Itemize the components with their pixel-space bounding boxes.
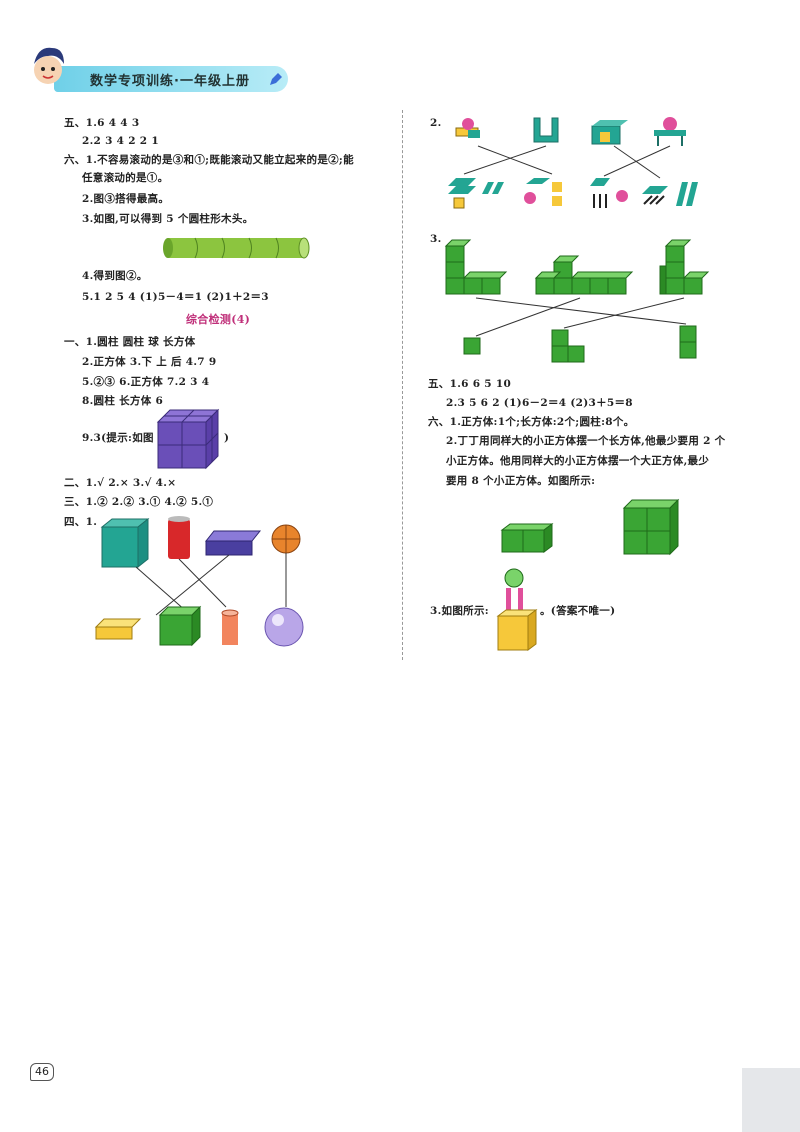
purple-cube-figure bbox=[156, 408, 220, 470]
pencil-icon bbox=[270, 73, 282, 85]
answer-line: 3.如图所示: bbox=[430, 605, 489, 617]
page-number: 46 bbox=[30, 1063, 54, 1081]
stacked-shapes-figure bbox=[496, 568, 538, 651]
header-banner bbox=[54, 66, 288, 92]
answer-line: ) bbox=[224, 432, 230, 444]
answer-line: 。(答案不唯一) bbox=[540, 605, 616, 617]
answer-line: 任意滚动的是①。 bbox=[82, 172, 169, 184]
object-shape-matching-figure bbox=[94, 516, 304, 647]
answer-line: 8.圆柱 长方体 6 bbox=[82, 395, 164, 407]
answer-line: 2.2 3 4 2 2 1 bbox=[82, 135, 159, 147]
answer-line: 五、1.6 6 5 10 bbox=[428, 378, 512, 390]
answer-line: 9.3(提示:如图 bbox=[82, 432, 154, 444]
answer-line: 5.1 2 5 4 (1)5－4＝1 (2)1＋2＝3 bbox=[82, 291, 269, 303]
answer-line: 2.正方体 3.下 上 后 4.7 9 bbox=[82, 356, 217, 368]
answer-line: 要用 8 个小正方体。如图所示: bbox=[446, 475, 596, 487]
answer-line: 2.图③搭得最高。 bbox=[82, 193, 170, 205]
section-title: 综合检测(4) bbox=[186, 313, 251, 326]
answer-line: 3.如图,可以得到 5 个圆柱形木头。 bbox=[82, 213, 254, 225]
cuboid-and-cube-figure bbox=[500, 498, 680, 556]
answer-line: 5.②③ 6.正方体 7.2 3 4 bbox=[82, 376, 210, 388]
cube-structure-matching-figure bbox=[444, 239, 710, 363]
answer-line: 三、1.② 2.② 3.① 4.② 5.① bbox=[64, 496, 214, 508]
page-header: 数学专项训练·一年级上册 bbox=[30, 42, 290, 102]
answer-line: 小正方体。他用同样大的小正方体摆一个大正方体,最少 bbox=[446, 455, 710, 467]
answer-line: 2.3 5 6 2 (1)6－2＝4 (2)3＋5＝8 bbox=[446, 397, 633, 409]
answer-line: 二、1.√ 2.× 3.√ 4.× bbox=[64, 477, 177, 489]
question-number: 3. bbox=[430, 233, 442, 245]
header-title: 数学专项训练·一年级上册 bbox=[90, 74, 250, 89]
views-matching-figure bbox=[448, 117, 698, 209]
answer-line: 六、1.正方体:1个;长方体:2个;圆柱:8个。 bbox=[428, 416, 635, 428]
column-divider bbox=[402, 110, 403, 660]
question-number: 2. bbox=[430, 117, 442, 129]
answer-line: 六、1.不容易滚动的是③和①;既能滚动又能立起来的是②;能 bbox=[64, 154, 354, 166]
corner-shade bbox=[742, 1068, 800, 1132]
answer-line: 4.得到图②。 bbox=[82, 270, 148, 282]
answer-line: 2.丁丁用同样大的小正方体摆一个长方体,他最少要用 2 个 bbox=[446, 435, 726, 447]
cylinder-log-figure bbox=[163, 237, 310, 259]
answer-line: 五、1.6 4 4 3 bbox=[64, 117, 140, 129]
answer-line: 四、1. bbox=[64, 516, 98, 528]
boy-mascot-icon bbox=[34, 47, 64, 84]
answer-line: 一、1.圆柱 圆柱 球 长方体 bbox=[64, 336, 196, 348]
